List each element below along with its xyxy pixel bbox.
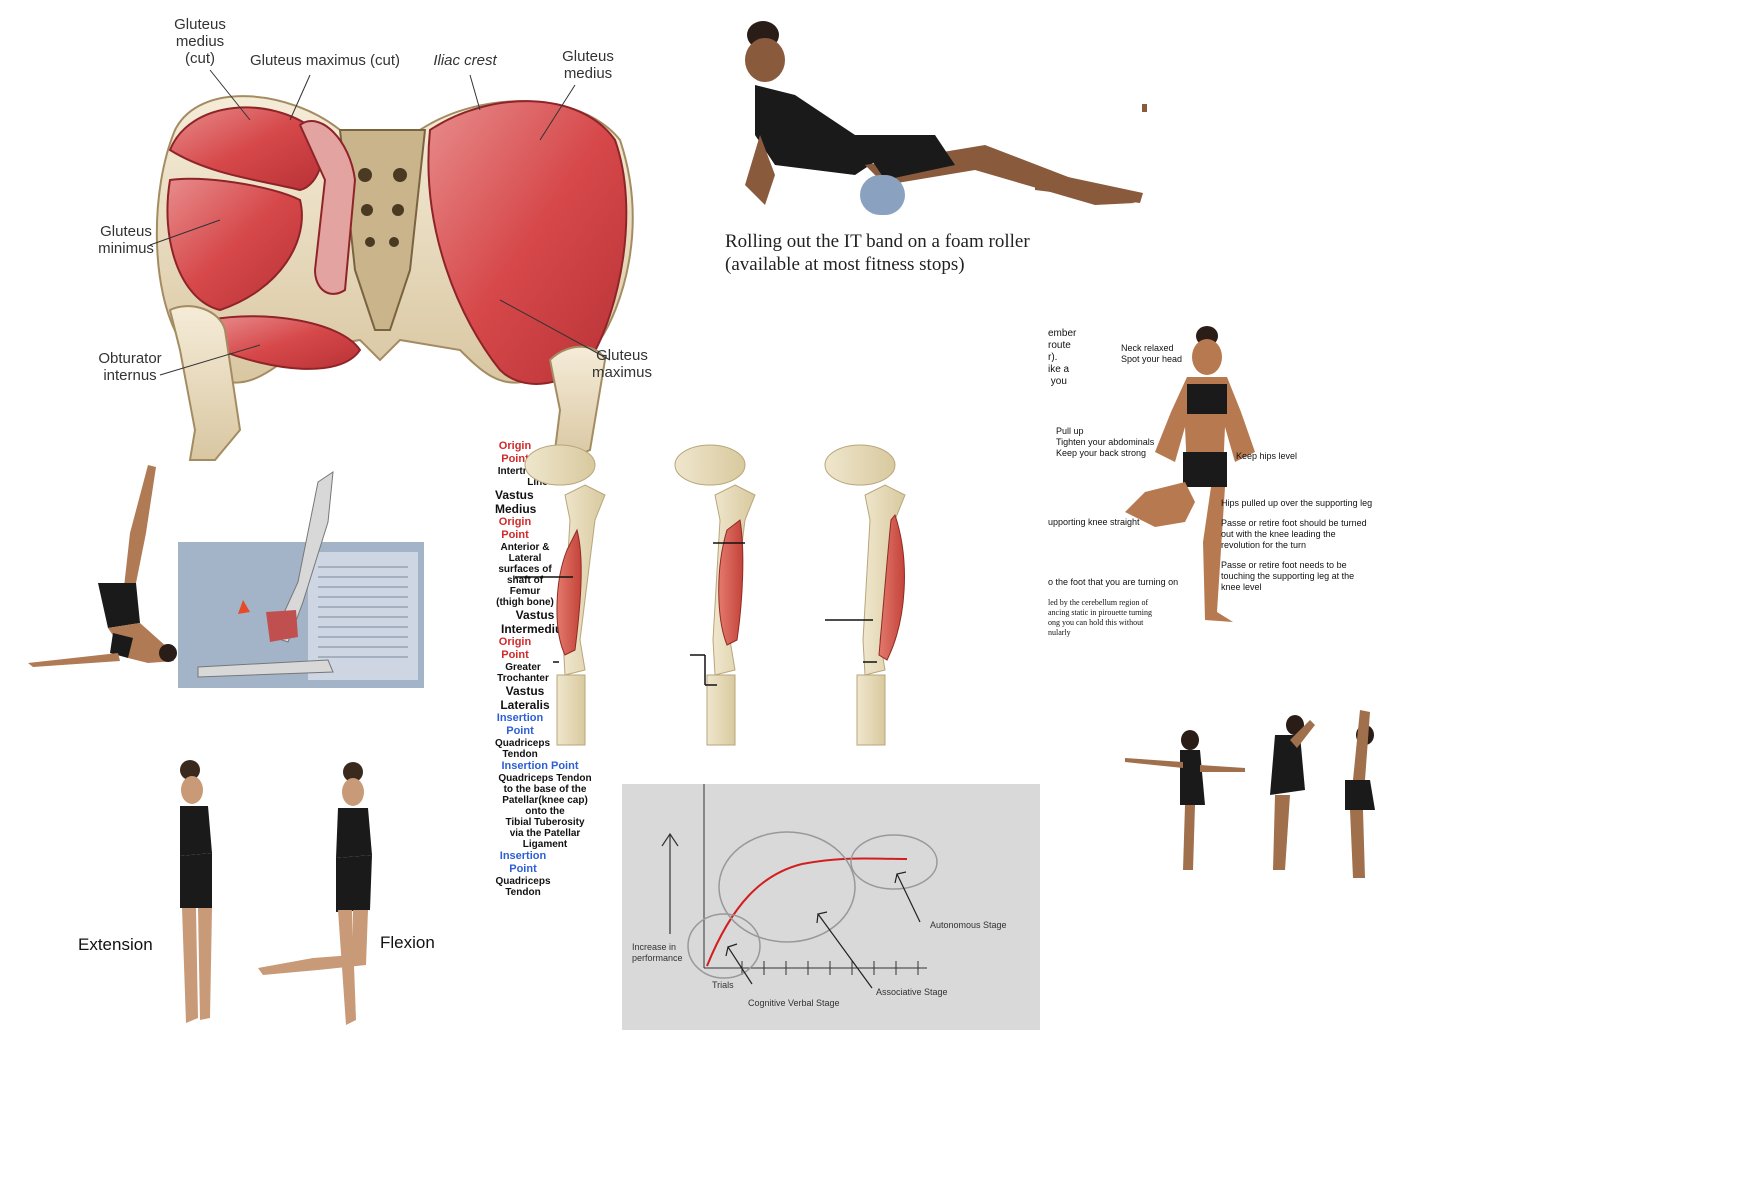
note-passe-turned: Passe or retire foot should be turned ou…: [1221, 518, 1391, 551]
label-obturator-internus: Obturator internus: [98, 350, 162, 384]
note-spot-head: Spot your head: [1121, 354, 1183, 364]
caption-line-2: (available at most fitness stops): [725, 254, 965, 275]
label-gluteus-medius: Gluteus medius: [562, 48, 614, 82]
note-foot-turning: o the foot that you are turning on: [1048, 577, 1179, 587]
note-hips-pulled: Hips pulled up over the supporting leg: [1221, 498, 1373, 508]
note-passe-turned-1: Passe or retire foot should be turned: [1221, 518, 1367, 528]
note-cerebellum-1: led by the cerebellum region of: [1048, 598, 1149, 607]
extension-photo: [180, 760, 212, 1023]
pirouette-left-fragments: ember route r). ike a you: [1048, 328, 1098, 388]
note-passe-turned-3: revolution for the turn: [1221, 540, 1307, 550]
foam-roller-photo: [745, 21, 1143, 215]
note-passe-turned-2: out with the knee leading the: [1221, 529, 1336, 539]
note-cerebellum-3: ong you can hold this without: [1048, 618, 1144, 627]
note-passe-touching-1: Passe or retire foot needs to be: [1221, 560, 1347, 570]
note-cerebellum: led by the cerebellum region of ancing s…: [1048, 598, 1178, 638]
gluteal-anatomy-figure: Gluteus medius (cut) Gluteus maximus (cu…: [60, 10, 690, 470]
flexion-label: Flexion: [380, 933, 435, 952]
label-gluteus-minimus: Gluteus minimus: [98, 223, 154, 257]
quad-tendon-2: Quadriceps Tendon to the base of the Pat…: [498, 773, 592, 850]
note-tighten: Tighten your abdominals: [1056, 437, 1155, 447]
extension-label: Extension: [78, 935, 153, 954]
pelvis-anatomy-illustration: [149, 69, 634, 462]
note-cerebellum-2: ancing static in pirouette turning: [1048, 608, 1152, 617]
anatomy-book-photo: [178, 470, 424, 688]
note-passe-touching-2: touching the supporting leg at the: [1221, 571, 1355, 581]
note-hips-level: Keep hips level: [1236, 451, 1298, 461]
quadriceps-figure: Origin Point Intertrochanteric Line Vast…: [495, 440, 965, 898]
insertion-point-2: Insertion Point: [501, 760, 579, 772]
associative-stage-label: Associative Stage: [876, 987, 948, 997]
note-neck-relaxed: Neck relaxed: [1121, 343, 1174, 353]
leg-hold-photos: [1125, 710, 1375, 878]
learning-curve-chart: [661, 784, 938, 989]
insertion-point-1: Insertion Point: [496, 712, 544, 737]
quad-tendon-1: Quadriceps Tendon: [495, 738, 551, 760]
greater-trochanter-label: Greater Trochanter: [497, 662, 549, 684]
fragment-3: r).: [1048, 352, 1058, 363]
origin-point-2: Origin Point: [498, 516, 532, 541]
note-cerebellum-4: nularly: [1048, 628, 1071, 637]
note-passe-touching-3: knee level: [1221, 582, 1262, 592]
learning-curve-line: [706, 857, 908, 967]
label-gluteus-medius-cut: Gluteus medius (cut): [174, 16, 226, 67]
label-gluteus-maximus-cut: Gluteus maximus (cut): [249, 52, 401, 69]
anterior-surfaces-label: Anterior & Lateral surfaces of shaft of …: [496, 542, 554, 608]
vastus-intermedius-label: Vastus Intermedius: [500, 608, 569, 636]
label-gluteus-maximus: Gluteus maximus: [591, 347, 652, 381]
xlabel: Trials: [712, 980, 734, 990]
ylabel: Increase in performance: [632, 942, 683, 963]
vastus-medius-label: Vastus Medius: [495, 488, 537, 516]
autonomous-ellipse: [850, 834, 938, 890]
fragment-2: route: [1048, 340, 1071, 351]
fragment-4: ike a: [1048, 364, 1070, 375]
quad-tendon-3: Quadriceps Tendon: [495, 876, 551, 898]
origin-point-3: Origin Point: [498, 636, 532, 661]
caption-line-1: Rolling out the IT band on a foam roller: [725, 231, 1030, 252]
fragment-5: you: [1048, 376, 1067, 387]
foam-roller-caption: Rolling out the IT band on a foam roller…: [725, 230, 1085, 276]
note-passe-touching: Passe or retire foot needs to be touchin…: [1221, 560, 1391, 593]
associative-ellipse: [718, 831, 856, 943]
femur-illustrations: [515, 444, 906, 746]
autonomous-stage-label: Autonomous Stage: [930, 920, 1007, 930]
cognitive-ellipse: [687, 913, 761, 979]
learning-curve-panel: Increase in performance Trials Autonomou…: [622, 784, 1040, 1030]
label-iliac-crest: Iliac crest: [433, 52, 497, 69]
cognitive-stage-label: Cognitive Verbal Stage: [748, 998, 840, 1008]
note-pull-up: Pull up Tighten your abdominals Keep you…: [1056, 426, 1176, 459]
stray-mark: [1142, 104, 1147, 112]
fragment-1: ember: [1048, 328, 1077, 339]
note-knee-straight: upporting knee straight: [1048, 517, 1140, 527]
note-pull-up-line: Pull up: [1056, 426, 1084, 436]
pirouette-photo: [1125, 326, 1255, 622]
vastus-lateralis-label: Vastus Lateralis: [500, 684, 550, 712]
note-neck: Neck relaxed Spot your head: [1121, 343, 1211, 365]
note-back: Keep your back strong: [1056, 448, 1147, 458]
flexion-photo: [258, 762, 372, 1025]
insertion-point-3: Insertion Point: [499, 850, 547, 875]
shoulder-stand-photo: [28, 465, 177, 667]
origin-point-1: Origin Point: [498, 440, 532, 465]
